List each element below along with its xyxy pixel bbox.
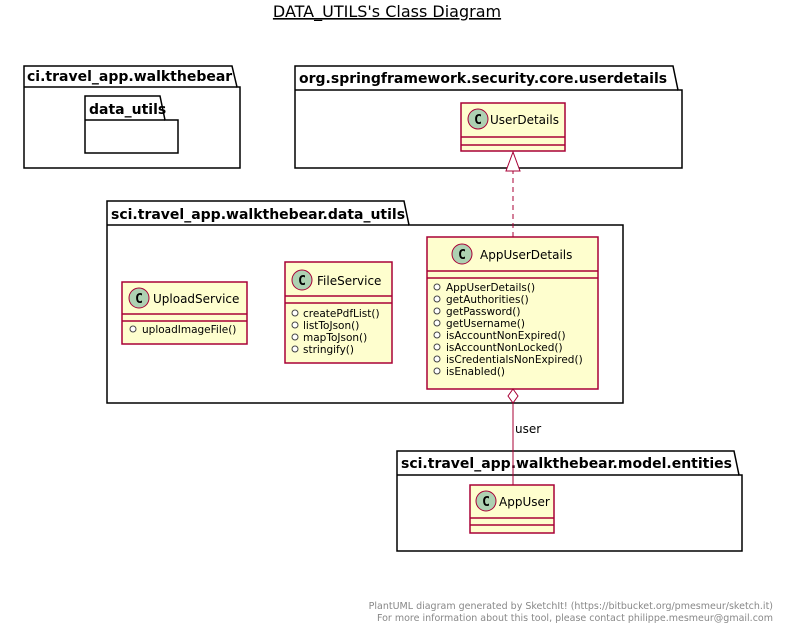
class-stereotype-letter: C <box>298 274 306 289</box>
realization-arrow <box>505 150 521 237</box>
realization-arrowhead <box>505 150 521 172</box>
method-label: getUsername() <box>446 318 525 330</box>
class-file-service[interactable]: C FileService createPdfList() listToJson… <box>284 261 393 364</box>
public-method-icon <box>433 343 441 351</box>
method-label: getPassword() <box>446 306 520 318</box>
method-label: AppUserDetails() <box>446 282 535 294</box>
class-stereotype-letter: C <box>482 495 490 510</box>
package-walkthebear: ci.travel_app.walkthebear data_utils <box>23 65 241 169</box>
public-method-icon <box>129 325 137 333</box>
class-icon <box>291 269 313 291</box>
public-method-icon <box>291 345 299 353</box>
class-icon <box>128 287 150 309</box>
aggregation-role-label: user <box>515 422 541 436</box>
class-app-user-name: AppUser <box>499 495 550 509</box>
method-label: getAuthorities() <box>446 294 529 306</box>
method-label: isAccountNonLocked() <box>446 342 563 354</box>
class-stereotype-letter: C <box>458 248 466 263</box>
method-label: listToJson() <box>303 320 359 332</box>
public-method-icon <box>433 319 441 327</box>
diagram-title: DATA_UTILS's Class Diagram <box>273 2 501 22</box>
package-data-utils-inner-name: data_utils <box>89 102 166 118</box>
class-upload-service-name: UploadService <box>153 292 239 306</box>
class-icon <box>475 490 497 512</box>
public-method-icon <box>433 331 441 339</box>
public-method-icon <box>291 333 299 341</box>
class-stereotype-letter: C <box>474 113 482 128</box>
package-walkthebear-name: ci.travel_app.walkthebear <box>27 69 232 85</box>
class-userdetails-name: UserDetails <box>490 113 559 127</box>
method-label: isAccountNonExpired() <box>446 330 566 342</box>
class-app-user[interactable]: C AppUser <box>469 484 555 534</box>
public-method-icon <box>433 355 441 363</box>
public-method-icon <box>433 283 441 291</box>
class-icon <box>467 108 489 130</box>
method-label: isEnabled() <box>446 366 505 378</box>
method-label: isCredentialsNonExpired() <box>446 354 583 366</box>
package-entities-name: sci.travel_app.walkthebear.model.entitie… <box>401 456 732 472</box>
package-entities: sci.travel_app.walkthebear.model.entitie… <box>396 450 743 552</box>
method-label: mapToJson() <box>303 332 367 344</box>
method-label: stringify() <box>303 344 354 356</box>
class-app-user-details[interactable]: C AppUserDetails AppUserDetails() getAut… <box>426 236 599 390</box>
public-method-icon <box>433 295 441 303</box>
footer-line-2: For more information about this tool, pl… <box>377 613 773 624</box>
class-userdetails[interactable]: C UserDetails <box>460 102 566 152</box>
class-app-user-details-name: AppUserDetails <box>480 248 572 262</box>
class-icon <box>451 243 473 265</box>
package-userdetails-name: org.springframework.security.core.userde… <box>299 71 667 87</box>
class-upload-service[interactable]: C UploadService uploadImageFile() <box>121 281 248 345</box>
public-method-icon <box>433 307 441 315</box>
package-data-utils-inner: data_utils <box>84 95 179 154</box>
class-stereotype-letter: C <box>135 292 143 307</box>
public-method-icon <box>291 321 299 329</box>
public-method-icon <box>433 367 441 375</box>
aggregation-link: user <box>507 388 541 485</box>
footer-line-1: PlantUML diagram generated by SketchIt! … <box>369 601 773 612</box>
method-label: createPdfList() <box>303 308 380 320</box>
method-label: uploadImageFile() <box>142 324 236 336</box>
package-data-utils-name: sci.travel_app.walkthebear.data_utils <box>111 207 405 223</box>
class-file-service-name: FileService <box>317 274 381 288</box>
public-method-icon <box>291 309 299 317</box>
